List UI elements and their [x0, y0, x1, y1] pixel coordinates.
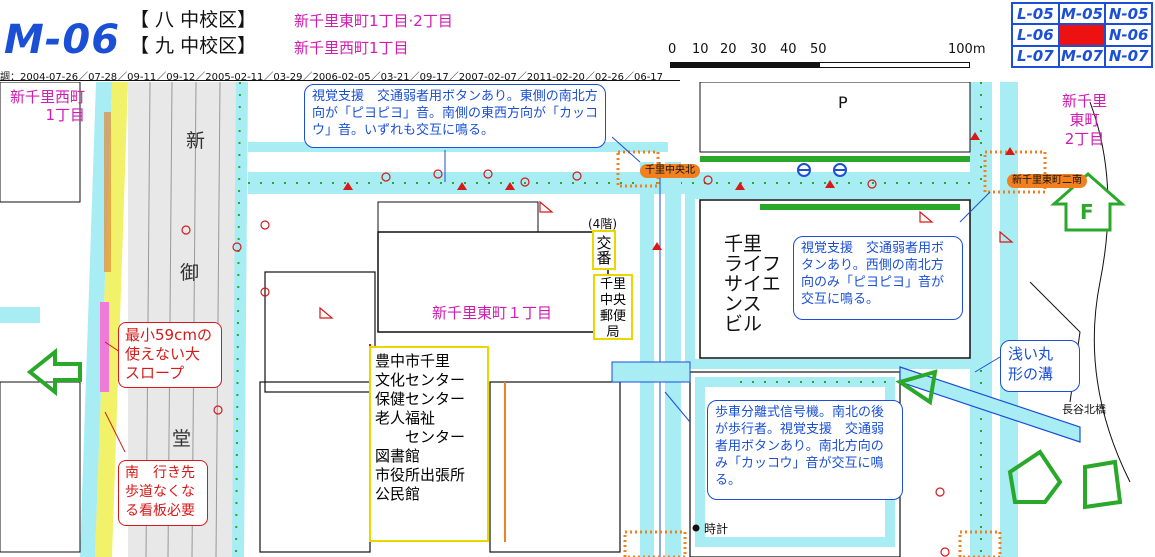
- scale-tick: 0: [668, 42, 677, 57]
- index-cell-n06[interactable]: N-06: [1105, 24, 1152, 46]
- building-life-science: [699, 199, 971, 359]
- index-cell-n05[interactable]: N-05: [1105, 3, 1152, 25]
- pedestrian-bridge: [899, 366, 1081, 443]
- callout-north-signal: 視覚支援 交通弱者用ボタンあり。東側の南北方向が「ピヨピヨ」音。南側の東西方向が…: [304, 84, 606, 148]
- district-areas-1: 新千里東町1丁目·2丁目: [294, 12, 453, 30]
- map-canvas[interactable]: 新千里西町 1丁目 新千里 東町 2丁目 新千里東町１丁目 新 御 堂 P 千里…: [0, 82, 1155, 557]
- red-hazard-markers: [181, 169, 950, 557]
- district-areas-2: 新千里西町1丁目: [294, 39, 409, 57]
- sidewalk-center-ns: [640, 162, 654, 557]
- scale-tick: 30: [750, 42, 767, 57]
- index-cell-l07[interactable]: L-07: [1012, 45, 1059, 67]
- scale-tick: 50: [810, 42, 827, 57]
- road-name-char: 新: [186, 130, 206, 152]
- parking-label: P: [838, 93, 848, 112]
- index-cell-current: [1058, 24, 1106, 46]
- bridge-label: 長谷北橋: [1062, 403, 1106, 416]
- district-label-west: 新千里西町 1丁目: [10, 88, 86, 124]
- building-bunka-center: 豊中市千里 文化センター 保健センター 老人福祉 センター 図書館 市役所出張所…: [369, 346, 489, 542]
- scale-tick: 20: [720, 42, 737, 57]
- scale-bar-fill: [670, 62, 820, 68]
- magenta-strip: [100, 302, 109, 392]
- signal-east-crossing: [983, 150, 1047, 194]
- sidewalk-yellow-west: [95, 82, 128, 557]
- callout-slope: 最小59cmの 使えない大 スロープ: [118, 322, 222, 388]
- index-cell-l05[interactable]: L-05: [1012, 3, 1059, 25]
- building-label-life-science: 千里 ライフ サイエ ンス ビル: [724, 233, 782, 335]
- school-district-row-1: 【 八 中校区】: [130, 9, 256, 31]
- blue-markers: [797, 163, 847, 177]
- callout-south-notice: 南 行き先 歩道なくな る看板必要: [118, 460, 208, 526]
- sidewalk-midosuji-east: [232, 82, 248, 557]
- callout-ditch: 浅い丸 形の溝: [1000, 340, 1080, 392]
- school-district-name: 【 九 中校区】: [130, 35, 257, 57]
- police-box-name: 交番: [594, 235, 613, 265]
- post-office: 千里 中央 郵便局: [593, 274, 633, 340]
- callout-south-signal: 歩車分離式信号機。南北の後が歩行者。視覚支援 交通弱者用ボタンあり。南北方向のみ…: [707, 400, 903, 500]
- clock-label: 時計: [704, 522, 729, 536]
- f-marker-label: F: [1080, 200, 1094, 224]
- map-index-grid: L-05 M-05 N-05 L-06 N-06 L-07 M-07 N-07: [1011, 2, 1153, 68]
- police-box: 交番: [592, 230, 616, 270]
- school-district-row-2: 【 九 中校区】: [130, 35, 256, 57]
- index-cell-l06[interactable]: L-06: [1012, 24, 1059, 46]
- signal-label-east: 新千里東町二南: [1007, 174, 1087, 188]
- callout-east-signal: 視覚支援 交通弱者用ボタンあり。西側の南北方向のみ「ピヨピヨ」音が交互に鳴る。: [793, 236, 963, 320]
- red-solid-markers: [343, 132, 1015, 250]
- road-name-char: 御: [180, 262, 200, 284]
- road-name-char: 堂: [172, 428, 192, 450]
- index-cell-m07[interactable]: M-07: [1058, 45, 1106, 67]
- header-rule: [0, 80, 680, 81]
- signal-label-north: 千里中央北: [640, 164, 700, 178]
- sheet-code: M-06: [4, 17, 121, 63]
- green-arrow-west: [26, 347, 82, 397]
- clock-dot: [692, 524, 700, 532]
- scale-tick: 40: [780, 42, 797, 57]
- brown-strip: [104, 112, 111, 272]
- school-district-name: 【 八 中校区】: [130, 9, 257, 31]
- district-label-center: 新千里東町１丁目: [432, 304, 553, 322]
- f-marker-shape: [1050, 171, 1126, 232]
- survey-dates: 調：2004-07-26／07-28／09-11／09-12／2005-02-1…: [0, 72, 664, 83]
- index-cell-m05[interactable]: M-05: [1058, 3, 1106, 25]
- police-box-floor: (4階): [588, 217, 617, 231]
- scale-tick: 10: [692, 42, 709, 57]
- scale-end-label: 100m: [948, 42, 986, 57]
- district-label-east: 新千里 東町 2丁目: [1062, 92, 1108, 148]
- index-cell-n07[interactable]: N-07: [1105, 45, 1152, 67]
